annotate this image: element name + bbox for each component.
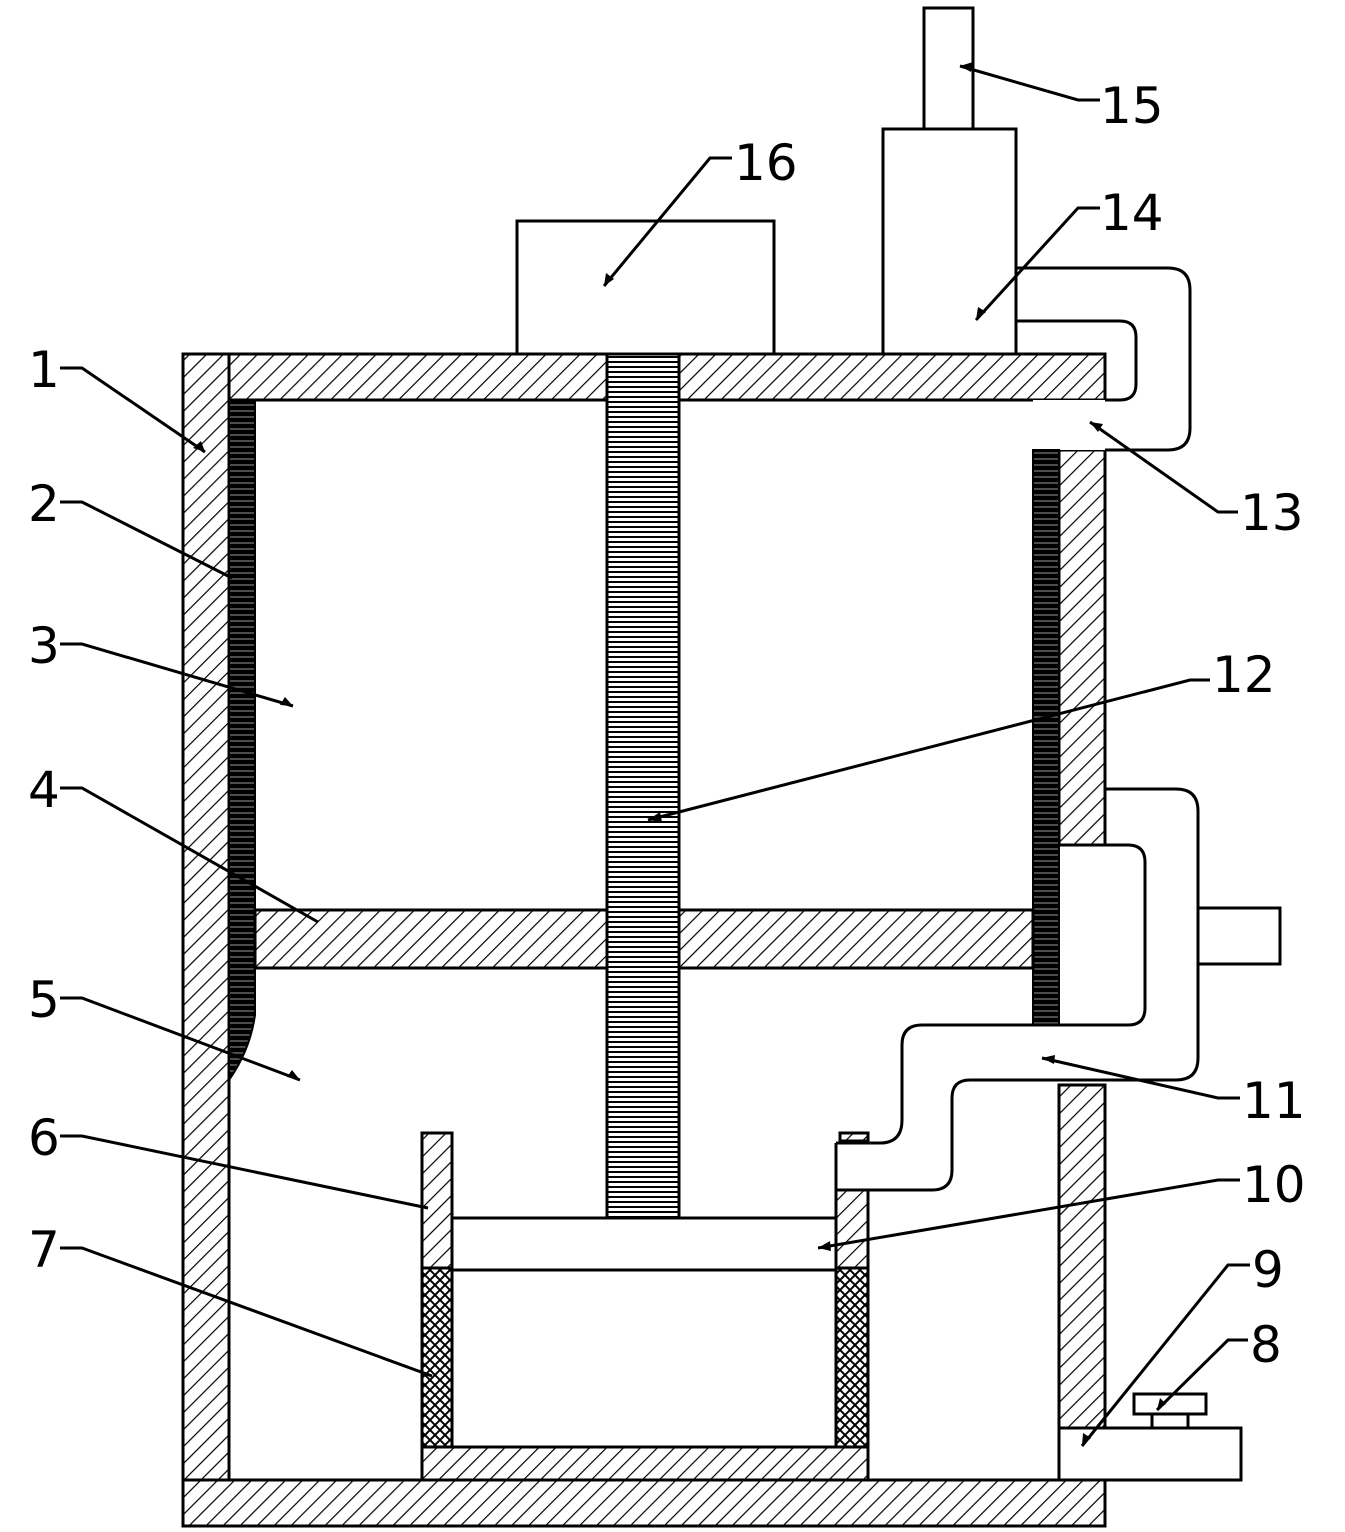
label-14: 14 — [1100, 184, 1164, 242]
right-heating-strip — [1032, 449, 1060, 1026]
motor — [515, 219, 776, 356]
mesh-filter — [420, 1266, 870, 1449]
label-6: 6 — [28, 1109, 60, 1167]
left-heating-strip — [228, 401, 256, 1084]
label-1: 1 — [28, 341, 60, 399]
arrowheads — [193, 62, 1166, 1446]
label-2: 2 — [28, 475, 60, 533]
label-12: 12 — [1212, 646, 1276, 704]
inner-container — [420, 1131, 870, 1482]
label-8: 8 — [1250, 1316, 1282, 1374]
label-5: 5 — [28, 971, 60, 1029]
screw-rod — [605, 352, 681, 1220]
label-10: 10 — [1242, 1156, 1306, 1214]
label-11: 11 — [1242, 1072, 1306, 1130]
label-3: 3 — [28, 617, 60, 675]
label-16: 16 — [734, 134, 798, 192]
side-valve-block — [1196, 906, 1282, 966]
label-4: 4 — [28, 761, 60, 819]
pump-body — [881, 127, 1018, 356]
leader-lines — [60, 64, 1250, 1447]
label-13: 13 — [1240, 484, 1304, 542]
lower-circulation-pipe — [834, 787, 1200, 1192]
upper-return-pipe — [1016, 266, 1192, 452]
label-7: 7 — [28, 1221, 60, 1279]
drain-valve-knob — [1132, 1392, 1208, 1430]
label-15: 15 — [1100, 77, 1164, 135]
label-9: 9 — [1252, 1241, 1284, 1299]
press-plate — [450, 1216, 838, 1272]
